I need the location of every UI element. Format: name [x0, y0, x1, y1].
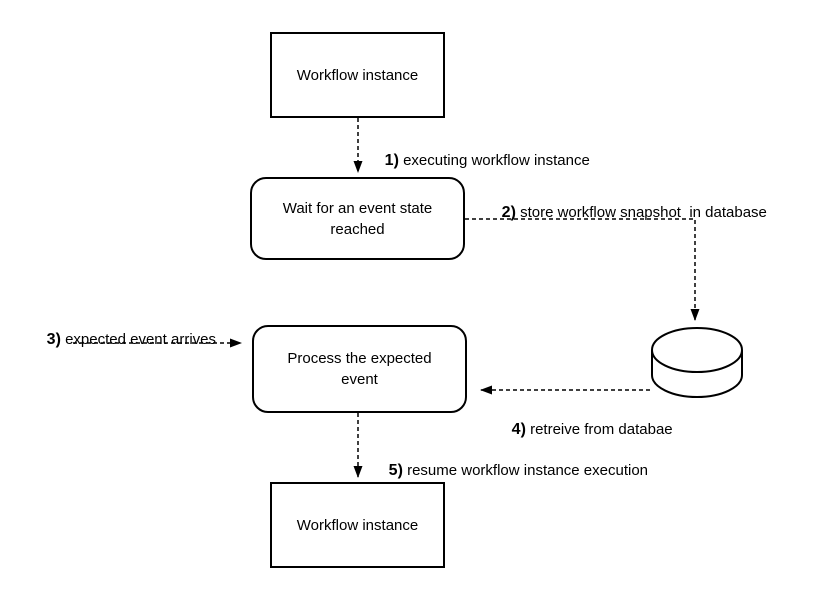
edge-label-3-text: expected event arrives — [60, 331, 216, 348]
edge-label-1-number: 1) — [384, 152, 399, 169]
edge-label-2-number: 2) — [501, 204, 516, 221]
node-wait-for-event-state: Wait for an event state reached — [250, 177, 465, 260]
edge-label-4-text: retreive from databae — [525, 421, 673, 438]
node-workflow-instance-bottom-label: Workflow instance — [296, 516, 419, 534]
node-process-expected-event: Process the expected event — [252, 325, 467, 413]
node-wait-for-event-state-label: Wait for an event state reached — [282, 199, 433, 238]
node-workflow-instance-top: Workflow instance — [270, 32, 445, 118]
node-workflow-instance-top-label: Workflow instance — [296, 66, 419, 84]
edge-label-3-number: 3) — [46, 331, 61, 348]
edge-label-4: 4) retreive from databae — [495, 401, 673, 458]
edge-label-1: 1) executing workflow instance — [368, 132, 590, 189]
edge-label-5-text: resume workflow instance execution — [402, 462, 649, 479]
edge-label-2: 2) store workflow snapshot in database — [485, 184, 767, 241]
edge-label-4-number: 4) — [511, 421, 526, 438]
node-process-expected-event-label: Process the expected event — [287, 350, 432, 388]
edge-label-1-text: executing workflow instance — [398, 152, 590, 169]
edge-label-5-number: 5) — [388, 462, 403, 479]
edge-label-2-text: store workflow snapshot in database — [515, 204, 767, 221]
database-cylinder-icon — [651, 327, 743, 398]
node-workflow-instance-bottom: Workflow instance — [270, 482, 445, 568]
edge-label-3: 3) expected event arrives — [30, 311, 216, 368]
edge-label-5: 5) resume workflow instance execution — [372, 442, 648, 499]
